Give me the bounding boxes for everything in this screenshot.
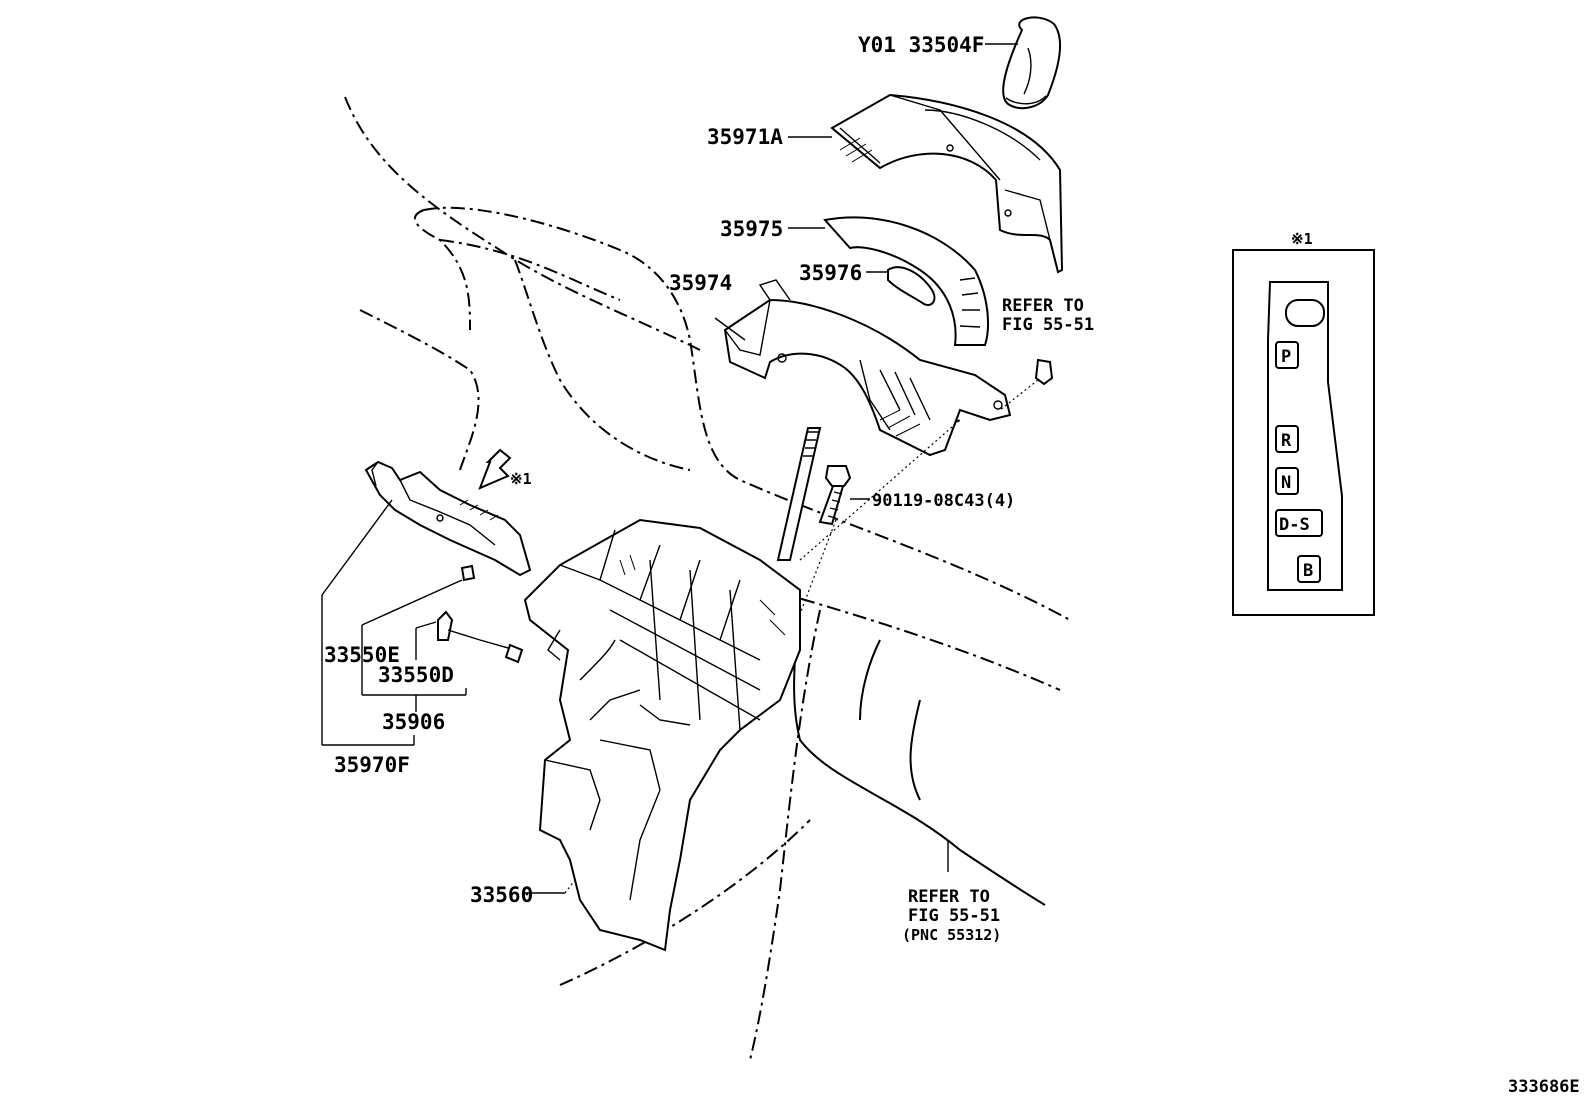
indicator-plate-part bbox=[823, 216, 989, 346]
leader-indicator bbox=[321, 499, 393, 596]
indicator-assy-part bbox=[364, 460, 532, 577]
label-refer-top-2: FIG 55-51 bbox=[1002, 315, 1094, 335]
label-refer-top-1: REFER TO bbox=[1002, 296, 1084, 316]
lever-assy-part bbox=[523, 518, 801, 952]
label-cover-upper: 35971A bbox=[707, 125, 783, 149]
detail-ds-box bbox=[1275, 509, 1323, 537]
lever-rod-part bbox=[776, 427, 822, 561]
upper-cover-part bbox=[830, 93, 1064, 274]
detail-plate bbox=[1267, 281, 1343, 591]
label-refer-bottom-1: REFER TO bbox=[908, 887, 990, 907]
leader-lever-dot bbox=[564, 879, 576, 894]
bolt-part bbox=[818, 465, 852, 526]
label-bolt: 90119-08C43(4) bbox=[872, 491, 1015, 511]
detail-r-box bbox=[1275, 425, 1299, 453]
bulb-e-part bbox=[460, 564, 476, 582]
indicator-clip-part bbox=[887, 266, 936, 306]
detail-n-box bbox=[1275, 467, 1299, 495]
detail-position-b: B bbox=[1303, 561, 1313, 581]
label-bulb-assy: 35906 bbox=[382, 710, 445, 734]
label-bulb-d: 33550D bbox=[378, 663, 454, 687]
label-indicator-clip: 35976 bbox=[799, 261, 862, 285]
label-lever-assy: 33560 bbox=[470, 883, 533, 907]
detail-slot bbox=[1285, 299, 1325, 327]
detail-title: ※1 bbox=[1291, 230, 1313, 248]
label-knob: Y01 33504F bbox=[858, 33, 984, 57]
label-bulb-e: 33550E bbox=[324, 643, 400, 667]
detail-position-r: R bbox=[1281, 431, 1292, 451]
detail-position-ds: D-S bbox=[1279, 515, 1310, 535]
detail-frame bbox=[1232, 249, 1375, 616]
label-arrow-note: ※1 bbox=[510, 470, 532, 488]
label-indicator-assy: 35970F bbox=[334, 753, 410, 777]
label-code: 333686E bbox=[1508, 1077, 1580, 1097]
screw-part bbox=[999, 358, 1054, 411]
detail-b-box bbox=[1297, 555, 1321, 583]
detail-p-box bbox=[1275, 341, 1299, 369]
shift-knob-part bbox=[1002, 16, 1061, 110]
leader-bulb-d bbox=[415, 621, 437, 629]
detail-box bbox=[1232, 249, 1375, 616]
label-refer-bottom-2: FIG 55-51 bbox=[908, 906, 1000, 926]
label-refer-bottom-3: (PNC 55312) bbox=[902, 926, 1001, 944]
label-housing: 35974 bbox=[669, 271, 732, 295]
bulb-d-part bbox=[437, 610, 524, 664]
arrow-part bbox=[478, 448, 512, 490]
leader-housing bbox=[714, 317, 746, 341]
label-indicator-plate: 35975 bbox=[720, 217, 783, 241]
detail-position-p: P bbox=[1281, 347, 1291, 367]
body-outline bbox=[793, 611, 1046, 906]
housing-part bbox=[723, 279, 1012, 457]
detail-position-n: N bbox=[1281, 473, 1291, 493]
leader-bulb-e bbox=[361, 579, 463, 626]
